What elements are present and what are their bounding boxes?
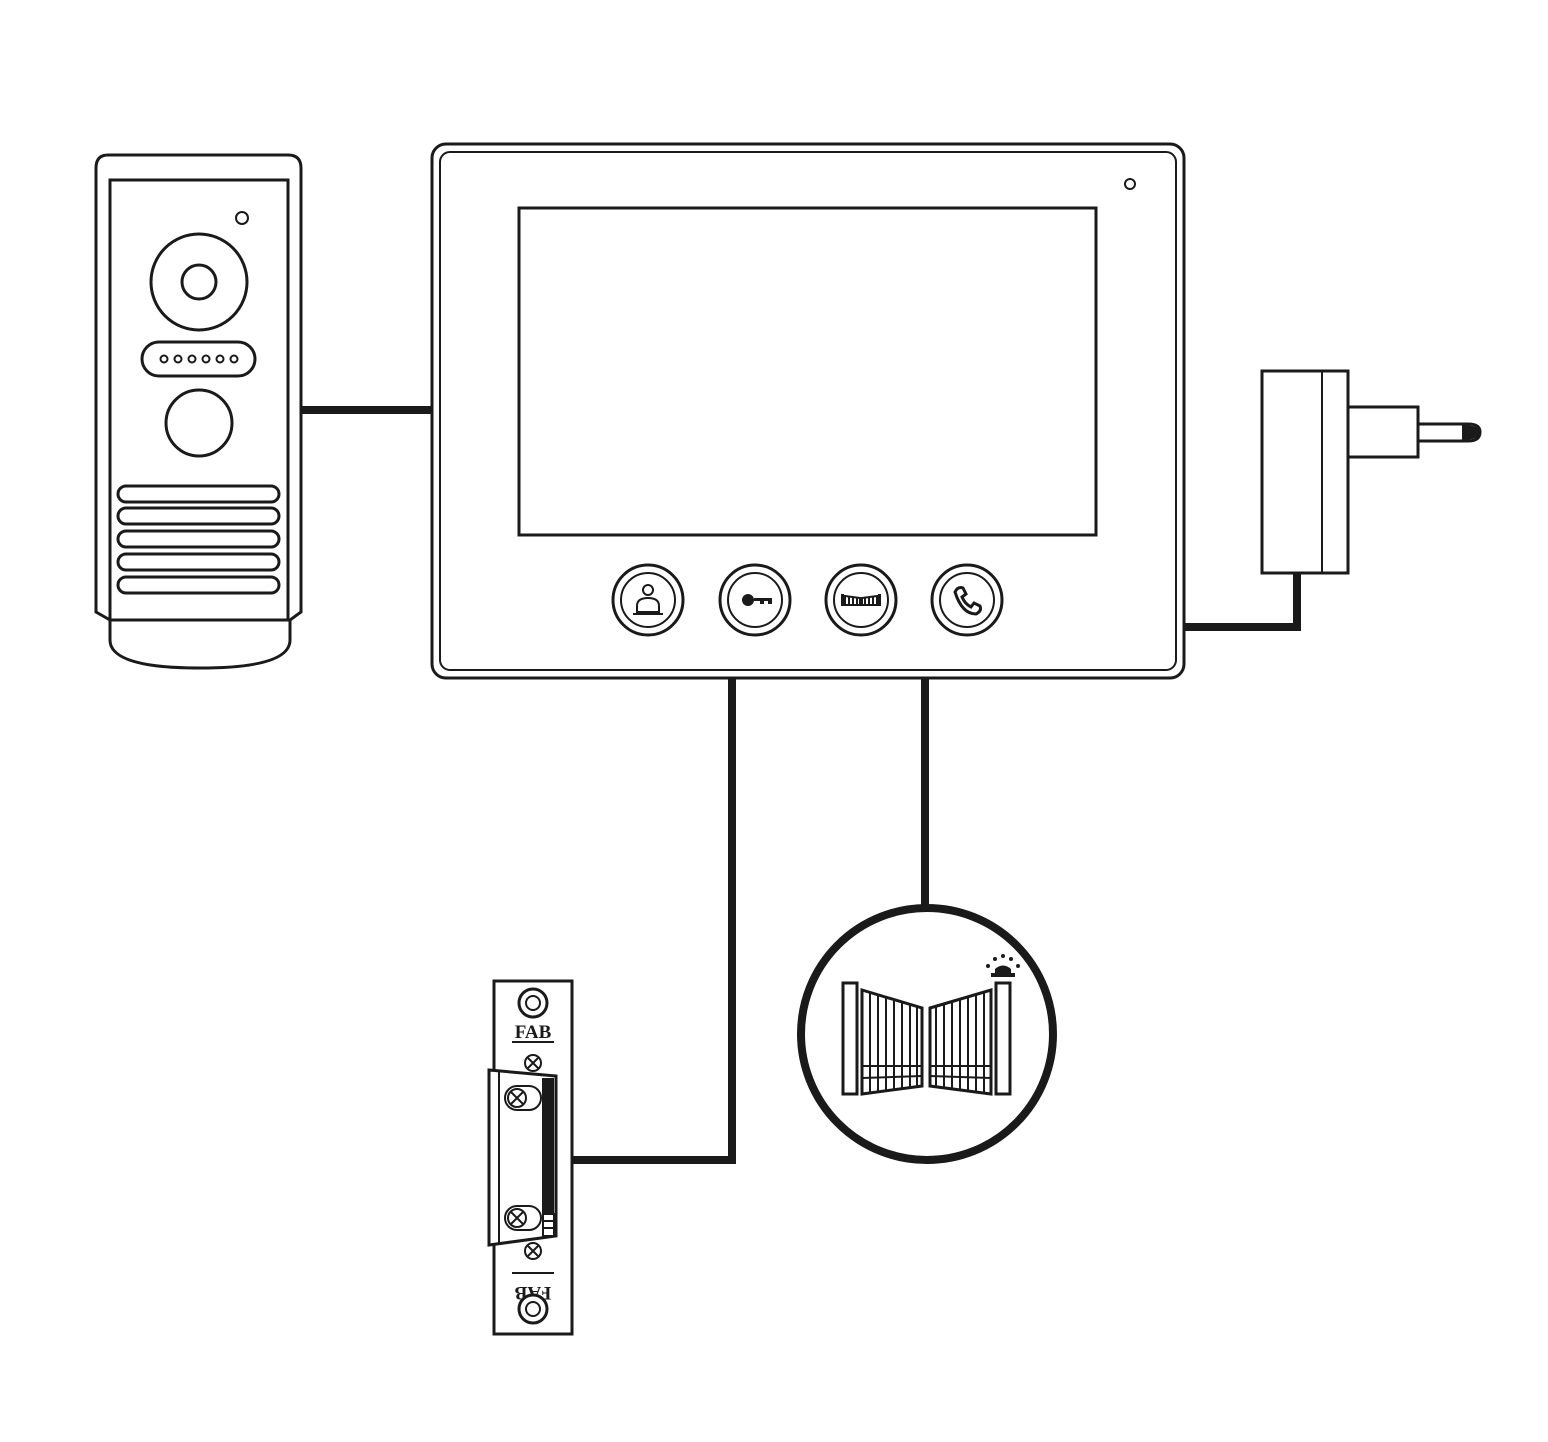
door-station-ir-strip — [140, 340, 257, 378]
phone-handset-icon — [953, 586, 982, 616]
indoor-monitor — [430, 142, 1186, 680]
unlock-button — [718, 563, 792, 637]
swing-gate-icon — [841, 981, 1012, 1096]
wires — [297, 406, 1301, 1164]
monitor-screen — [517, 206, 1098, 537]
strike-screw-hole-top — [517, 987, 549, 1019]
unlock-key-icon — [742, 594, 772, 606]
person-icon — [633, 584, 663, 615]
wire-monitor-to-power-adapter — [1183, 572, 1301, 631]
gate-icon — [841, 594, 881, 606]
electric-strike: FAB FAB — [487, 979, 574, 1336]
camera-lens-icon — [180, 263, 218, 301]
door-station — [94, 153, 303, 670]
ir-led-dots — [159, 354, 239, 364]
plug-pin-tip — [1462, 425, 1480, 440]
gate-automation — [797, 904, 1057, 1164]
monitor-button — [611, 563, 685, 637]
gate-button — [824, 563, 898, 637]
strike-screw-hole-bottom — [517, 1293, 549, 1325]
gate-badge-circle — [797, 904, 1057, 1164]
plug-base — [1346, 405, 1420, 459]
talk-button — [930, 563, 1004, 637]
strike-brand-top: FAB — [515, 1022, 552, 1043]
monitor-led — [1124, 178, 1136, 190]
wire-monitor-to-electric-strike — [572, 678, 736, 1164]
strike-latch-bar — [542, 1078, 554, 1213]
speaker-grille — [116, 484, 281, 595]
strike-lock-body — [487, 1068, 558, 1247]
monitor-inner-frame — [439, 151, 1177, 671]
beacon-light-icon — [986, 954, 1020, 977]
door-station-led — [235, 211, 249, 225]
call-button-icon — [164, 388, 234, 458]
power-adapter — [1260, 369, 1482, 575]
adapter-body — [1260, 369, 1350, 575]
